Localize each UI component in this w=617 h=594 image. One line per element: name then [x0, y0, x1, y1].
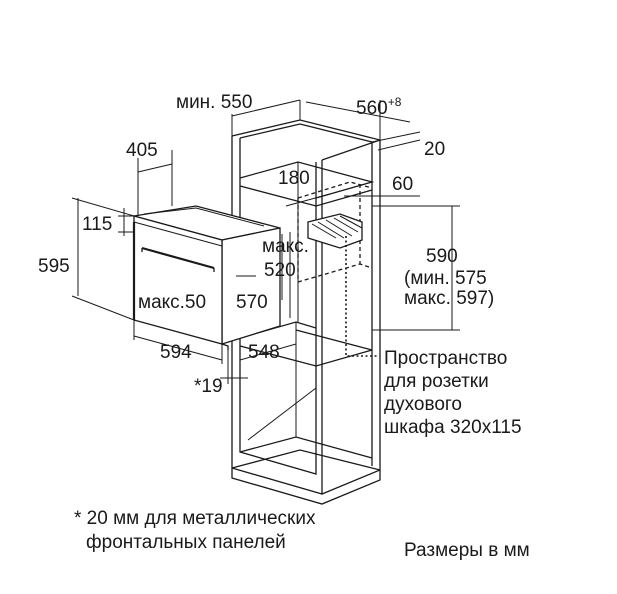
footnote: * 20 мм для металлических фронтальных па…: [74, 508, 316, 553]
socket-leader: [345, 236, 378, 357]
socket-note-line-3: духового: [384, 394, 462, 415]
dim-560-ext: [299, 100, 381, 140]
oven-handle: [141, 246, 215, 270]
dim-405-ext: [137, 150, 173, 216]
dimension-labels: мин. 550 560+8 20 405 180 60 115 595 мак…: [38, 92, 494, 397]
cabinet-bottom-inner: [239, 436, 373, 459]
label-max-597: макс. 597): [404, 288, 494, 309]
label-548: 548: [248, 342, 280, 363]
label-max-520-b: 520: [264, 260, 296, 281]
footnote-line-2: фронтальных панелей: [86, 532, 286, 553]
dim-115-ext: [118, 215, 134, 233]
label-19: *19: [194, 376, 223, 397]
dim-550-line: [231, 99, 301, 117]
dim-180-line: [285, 193, 331, 207]
dim-19-ext: [227, 350, 241, 384]
oven-top-inner: [143, 207, 265, 227]
label-595: 595: [38, 256, 70, 277]
cabinet-top: [231, 119, 383, 161]
socket-space: [297, 181, 378, 357]
dim-594-ext: [133, 320, 223, 364]
footnote-line-1: * 20 мм для металлических: [74, 508, 316, 529]
dim-594-line: [133, 335, 223, 361]
dim-590-ext: [372, 205, 460, 331]
label-594: 594: [160, 342, 192, 363]
dim-560-line: [305, 101, 411, 123]
label-405: 405: [126, 140, 158, 161]
label-590: 590: [426, 246, 458, 267]
oven-panel-line: [133, 221, 223, 247]
oven-handle-mounts: [141, 248, 215, 272]
socket-dashed-bottom: [297, 263, 373, 283]
socket-hatching: [311, 215, 363, 239]
socket-note-line-4: шкафа 320x115: [384, 417, 522, 438]
dim-595-ext: [71, 197, 135, 321]
dimension-lines: [71, 99, 460, 384]
cabinet-right-side: [321, 140, 381, 495]
socket-note-line-2: для розетки: [384, 371, 489, 392]
label-570: 570: [236, 292, 268, 313]
oven-shelf-back: [295, 329, 373, 351]
cabinet-plinth: [231, 468, 381, 505]
label-180: 180: [278, 168, 310, 189]
socket-box: [307, 213, 363, 249]
dim-20-line: [371, 131, 421, 151]
cabinet-top-inner: [239, 123, 373, 143]
dim-405-line: [137, 163, 173, 173]
upper-shelf: [239, 161, 375, 199]
lower-compartment-line: [247, 387, 317, 441]
socket-note-line-1: Пространство: [384, 348, 507, 369]
oven: [132, 205, 281, 350]
units-note: Размеры в мм: [404, 540, 530, 561]
upper-shelf-lower: [239, 185, 373, 207]
cabinet-bottom: [231, 449, 381, 471]
oven-trim: [221, 343, 229, 350]
label-max-50: макс.50: [138, 292, 206, 313]
label-min-575: (мин. 575: [404, 268, 487, 289]
label-max-520-a: макс.: [262, 236, 309, 257]
label-60: 60: [392, 174, 413, 195]
label-min-550: мин. 550: [176, 92, 252, 113]
dim-548-line: [239, 343, 297, 361]
label-560: 560+8: [356, 95, 402, 119]
socket-note: Пространство для розетки духового шкафа …: [384, 348, 522, 438]
label-20: 20: [424, 139, 445, 160]
label-115: 115: [82, 214, 112, 235]
